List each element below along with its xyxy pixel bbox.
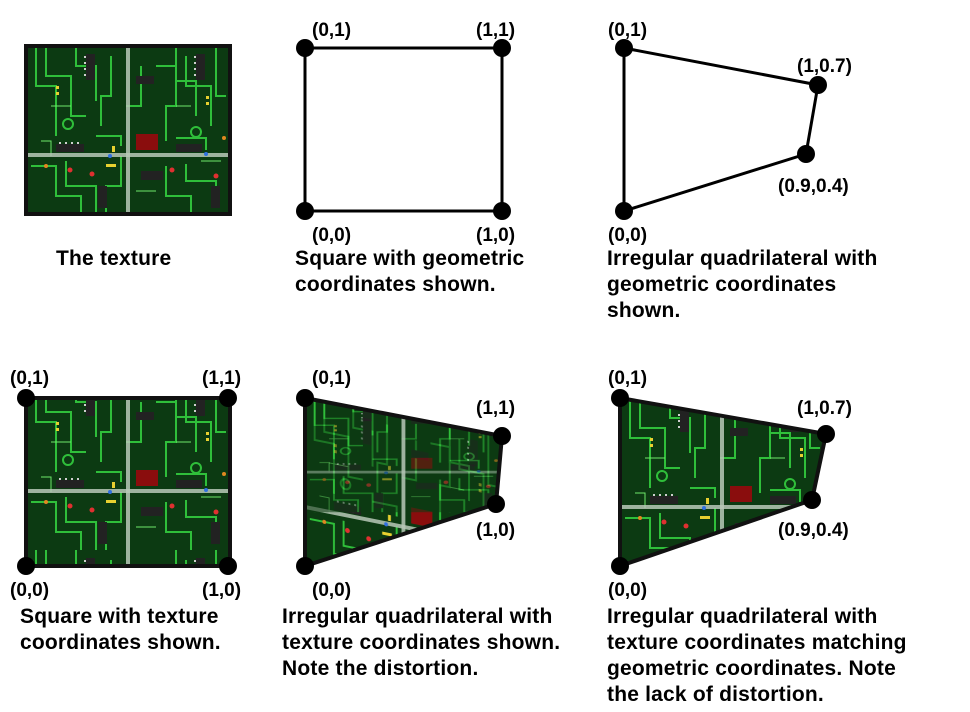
vertex-bottom-left — [17, 557, 35, 575]
textured-square — [26, 398, 230, 566]
coord-label-bottom-left: (0,0) — [10, 580, 49, 601]
vertex-top-right — [493, 39, 511, 57]
caption-line: the lack of distortion. — [607, 683, 824, 706]
caption-irregular-geometric: Irregular quadrilateral with geometric c… — [607, 246, 878, 324]
square-outline — [303, 46, 504, 213]
texture-image — [24, 44, 232, 216]
caption-line: texture coordinates matching — [607, 631, 907, 654]
square-texture-panel: (0,1) (1,1) (0,0) (1,0) — [10, 368, 241, 601]
coord-label-top-left: (0,1) — [312, 20, 351, 41]
coord-label-bottom-right: (0.9,0.4) — [778, 520, 849, 541]
caption-texture: The texture — [56, 246, 171, 272]
vertex-bottom-left — [296, 202, 314, 220]
coord-label-top-left: (0,1) — [608, 20, 647, 41]
vertex-top-right — [817, 425, 835, 443]
caption-line: Note the distortion. — [282, 657, 479, 680]
coord-label-top-left: (0,1) — [10, 368, 49, 389]
caption-line: Irregular quadrilateral with — [282, 605, 553, 628]
caption-line: Irregular quadrilateral with — [607, 247, 878, 270]
vertex-bottom-right — [219, 557, 237, 575]
coord-label-bottom-right: (1,0) — [476, 520, 515, 541]
caption-irregular-texture-distorted: Irregular quadrilateral with texture coo… — [282, 604, 560, 682]
coord-label-top-left: (0,1) — [608, 368, 647, 389]
caption-line: geometric coordinates — [607, 273, 837, 296]
coord-label-top-right: (1,1) — [202, 368, 241, 389]
caption-square-geometric: Square with geometric coordinates shown. — [295, 246, 524, 298]
caption-square-texture: Square with texture coordinates shown. — [20, 604, 221, 656]
coord-label-top-left: (0,1) — [312, 368, 351, 389]
coord-label-top-right: (1,0.7) — [797, 398, 852, 419]
vertex-bottom-left — [615, 202, 633, 220]
coord-label-top-right: (1,1) — [476, 398, 515, 419]
vertex-top-left — [296, 39, 314, 57]
caption-line: coordinates shown. — [20, 631, 221, 654]
caption-line: texture coordinates shown. — [282, 631, 561, 654]
caption-irregular-texture-matching: Irregular quadrilateral with texture coo… — [607, 604, 907, 708]
irregular-texture-distorted-panel: (0,1) (1,1) (1,0) (0,0) — [296, 368, 515, 601]
vertex-top-right — [219, 389, 237, 407]
vertex-bottom-right — [487, 495, 505, 513]
coord-label-bottom-left: (0,0) — [312, 225, 351, 246]
vertex-bottom-left — [611, 557, 629, 575]
caption-line: coordinates shown. — [295, 273, 496, 296]
coord-label-bottom-right: (1,0) — [202, 580, 241, 601]
vertex-top-left — [615, 39, 633, 57]
coord-label-bottom-right: (1,0) — [476, 225, 515, 246]
coord-label-bottom-right: (0.9,0.4) — [778, 176, 849, 197]
caption-line: Square with geometric — [295, 247, 525, 270]
vertex-top-right — [809, 76, 827, 94]
vertex-top-left — [611, 389, 629, 407]
caption-line: The texture — [56, 247, 172, 270]
coord-label-bottom-left: (0,0) — [608, 580, 647, 601]
irregular-texture-matching-panel: (0,1) (1,0.7) (0.9,0.4) (0,0) — [608, 368, 852, 601]
coord-label-top-right: (1,1) — [476, 20, 515, 41]
vertex-bottom-right — [797, 145, 815, 163]
coord-label-top-right: (1,0.7) — [797, 56, 852, 77]
caption-line: Square with texture — [20, 605, 219, 628]
irregular-geometric-panel: (0,1) (1,0.7) (0.9,0.4) (0,0) — [608, 20, 852, 246]
vertex-top-left — [296, 389, 314, 407]
vertex-bottom-right — [493, 202, 511, 220]
texture-panel — [24, 44, 232, 216]
caption-line: shown. — [607, 299, 681, 322]
vertex-top-left — [17, 389, 35, 407]
caption-line: Irregular quadrilateral with — [607, 605, 878, 628]
coord-label-bottom-left: (0,0) — [608, 225, 647, 246]
vertex-bottom-left — [296, 557, 314, 575]
coord-label-bottom-left: (0,0) — [312, 580, 351, 601]
caption-line: geometric coordinates. Note — [607, 657, 896, 680]
vertex-bottom-right — [803, 491, 821, 509]
vertex-top-right — [493, 427, 511, 445]
square-geometric-panel: (0,1) (1,1) (0,0) (1,0) — [296, 20, 515, 246]
